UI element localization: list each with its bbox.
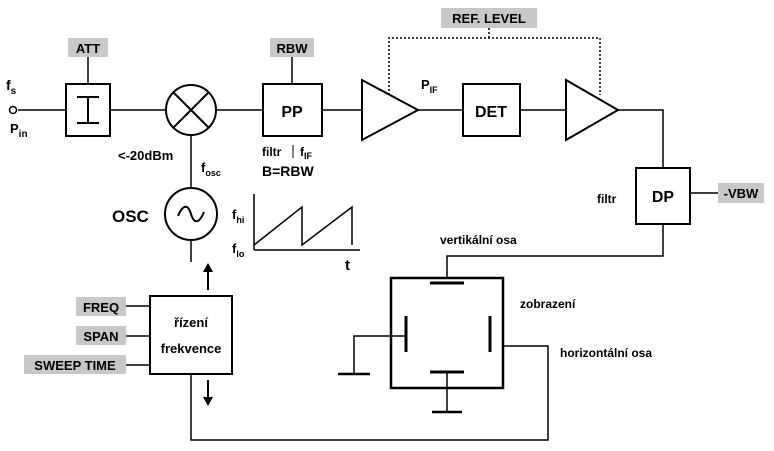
pin-label: Pin <box>10 121 28 140</box>
b-rbw-label: B=RBW <box>262 163 315 179</box>
filtr-pp-label: filtr <box>262 145 282 159</box>
amplifier-2-icon <box>565 78 621 142</box>
att-control: ATT <box>68 38 108 57</box>
fosc-label: fosc <box>201 160 221 178</box>
input-level-label: <-20dBm <box>118 148 173 163</box>
ref-level-label: REF. LEVEL <box>452 11 526 26</box>
vbw-label: -VBW <box>724 186 759 201</box>
ref-level-control: REF. LEVEL <box>441 8 537 28</box>
fs-label: fs <box>6 77 17 97</box>
down-arrow-icon <box>203 380 213 406</box>
fif-label: fIF <box>300 145 313 161</box>
frequency-control-block: řízení frekvence <box>149 295 233 375</box>
input-port-icon <box>8 105 18 115</box>
dp-label: DP <box>652 189 675 206</box>
display-block <box>389 276 505 390</box>
vertikalni-osa-label: vertikální osa <box>440 233 517 247</box>
osc-label: OSC <box>112 207 149 226</box>
fhi-label: fhi <box>232 207 244 225</box>
rbw-control: RBW <box>270 38 314 57</box>
amplifier-icon <box>361 78 421 142</box>
rbw-label: RBW <box>276 41 308 56</box>
freq-label: FREQ <box>83 300 119 315</box>
freq-control: FREQ <box>76 297 126 316</box>
ground-icon <box>338 335 462 414</box>
sawtooth-sweep-graph <box>253 194 360 251</box>
sweep-time-control: SWEEP TIME <box>24 355 126 374</box>
attenuator-block <box>65 83 111 137</box>
pp-filter-block: PP <box>262 83 323 137</box>
filtr-dp-label: filtr <box>597 192 617 206</box>
detector-block: DET <box>462 83 521 137</box>
pp-label: PP <box>281 104 303 121</box>
span-label: SPAN <box>83 329 118 344</box>
det-label: DET <box>475 104 507 121</box>
rizeni-label: řízení <box>174 315 208 330</box>
zobrazeni-label: zobrazení <box>520 297 576 311</box>
att-label: ATT <box>76 41 100 56</box>
sweep-time-label: SWEEP TIME <box>34 358 116 373</box>
oscillator-icon <box>164 187 218 241</box>
vbw-control: -VBW <box>718 183 764 203</box>
t-axis-label: t <box>345 257 350 274</box>
horizontalni-osa-label: horizontální osa <box>560 346 652 360</box>
ref-level-dotted-lines <box>388 28 601 95</box>
mixer-icon <box>165 84 217 136</box>
signal-path <box>18 57 718 441</box>
up-arrow-icon <box>203 263 213 290</box>
dp-filter-block: DP <box>635 167 691 225</box>
pif-label: PIF <box>421 77 438 95</box>
span-control: SPAN <box>76 326 126 345</box>
frekvence-label: frekvence <box>161 341 222 356</box>
flo-label: flo <box>232 241 245 259</box>
